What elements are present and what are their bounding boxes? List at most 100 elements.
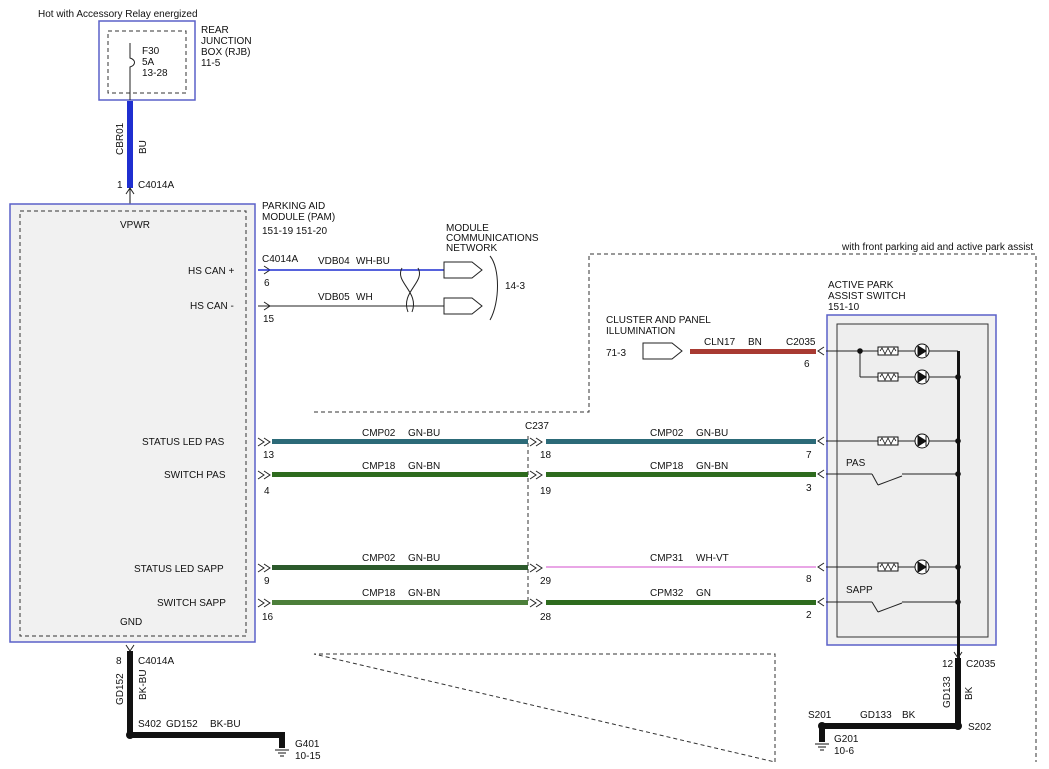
network-brace xyxy=(489,255,498,321)
pam-pin-15: 15 xyxy=(263,314,275,325)
w2-sw-pin: 3 xyxy=(806,483,812,494)
rjb-label-1: REAR xyxy=(201,25,229,36)
ground-g201-icon xyxy=(815,743,829,751)
network-ref: 14-3 xyxy=(505,281,525,292)
gd152-circuit-h: GD152 xyxy=(166,719,198,730)
pam-gnd: GND xyxy=(120,617,142,628)
cln17-conn: C2035 xyxy=(786,337,816,348)
pam-pin-9: 9 xyxy=(264,576,270,587)
wire-cmp18-left-2 xyxy=(272,600,528,605)
gd133-circuit-h: GD133 xyxy=(860,710,892,721)
cluster-label-1: CLUSTER AND PANEL xyxy=(606,315,711,326)
network-label-2: COMMUNICATIONS xyxy=(446,233,539,244)
w4-left-color: GN-BN xyxy=(408,588,440,599)
wire-gd133 xyxy=(955,658,961,726)
gd133-color-h: BK xyxy=(902,710,916,721)
s402-label: S402 xyxy=(138,719,162,730)
w1-sw-pin: 7 xyxy=(806,450,812,461)
wire-cpm32 xyxy=(546,600,816,605)
wire-cbr01-circuit: CBR01 xyxy=(115,122,126,155)
pam-inner xyxy=(19,210,247,637)
gnd-left-conn: C4014A xyxy=(138,656,174,667)
gd152-color-h: BK-BU xyxy=(210,719,241,730)
gnd-left-pin: 8 xyxy=(116,656,122,667)
fuse-id: F30 xyxy=(142,46,160,57)
c237-label: C237 xyxy=(525,421,549,432)
rjb-label-2: JUNCTION xyxy=(201,36,252,47)
s202-label: S202 xyxy=(968,722,992,733)
pam-label-status-led-pas: STATUS LED PAS xyxy=(142,437,225,448)
w4-left-circuit: CMP18 xyxy=(362,588,396,599)
g201-label: G201 xyxy=(834,734,859,745)
switch-internal-wiring xyxy=(826,350,958,613)
cluster-ref: 71-3 xyxy=(606,348,626,359)
pam-title-1: PARKING AID xyxy=(262,201,325,212)
wire-cmp18-right-1 xyxy=(546,472,816,477)
w1-right-circuit: CMP02 xyxy=(650,428,684,439)
w1-left-circuit: CMP02 xyxy=(362,428,396,439)
w3-sw-pin: 8 xyxy=(806,574,812,585)
network-connector-2 xyxy=(443,297,483,315)
w4-sw-pin: 2 xyxy=(806,610,812,621)
rjb-label-3: BOX (RJB) xyxy=(201,47,250,58)
network-connector-1 xyxy=(443,261,483,279)
rjb-ref: 11-5 xyxy=(201,58,221,69)
switch-label-1: ACTIVE PARK xyxy=(828,280,894,291)
w2-left-circuit: CMP18 xyxy=(362,461,396,472)
w1-c237-pin: 18 xyxy=(540,450,552,461)
option-label: with front parking aid and active park a… xyxy=(841,242,1033,253)
w1-right-color: GN-BU xyxy=(696,428,728,439)
switch-ground-bus xyxy=(957,351,960,663)
w2-right-color: GN-BN xyxy=(696,461,728,472)
gnd-right-conn: C2035 xyxy=(966,659,996,670)
wire-cmp02-left-1 xyxy=(272,439,528,444)
w4-c237-pin: 28 xyxy=(540,612,552,623)
cln17-color: BN xyxy=(748,337,762,348)
wire-gd152 xyxy=(127,651,133,735)
twisted-pair-icon xyxy=(400,267,420,313)
wire-cln17 xyxy=(690,349,816,354)
switch-ref: 151-10 xyxy=(828,302,860,313)
rjb-box xyxy=(98,20,196,101)
w1-left-color: GN-BU xyxy=(408,428,440,439)
pam-pin-6: 6 xyxy=(264,278,270,289)
ground-g401-icon xyxy=(275,749,289,757)
network-label-1: MODULE xyxy=(446,223,489,234)
gnd-right-pin: 12 xyxy=(942,659,954,670)
fuse-amp: 5A xyxy=(142,57,155,68)
w3-left-color: GN-BU xyxy=(408,553,440,564)
vdb04-color: WH-BU xyxy=(356,256,390,267)
pam-pin-1: 1 xyxy=(117,180,123,191)
pam-pin-16: 16 xyxy=(262,612,274,623)
g401-ref: 10-15 xyxy=(295,751,321,762)
w3-c237-pin: 29 xyxy=(540,576,552,587)
w3-right-circuit: CMP31 xyxy=(650,553,684,564)
network-label-3: NETWORK xyxy=(446,243,497,254)
w3-left-circuit: CMP02 xyxy=(362,553,396,564)
gd152-circuit-v: GD152 xyxy=(115,673,126,705)
hot-label: Hot with Accessory Relay energized xyxy=(38,9,198,20)
switch-label-2: ASSIST SWITCH xyxy=(828,291,906,302)
pam-label-switch-sapp: SWITCH SAPP xyxy=(157,598,226,609)
rjb-inner xyxy=(107,30,187,94)
gd133-color-v: BK xyxy=(964,686,975,700)
resistor-icons xyxy=(877,346,899,572)
pam-label-status-led-sapp: STATUS LED SAPP xyxy=(134,564,224,575)
cluster-label-2: ILLUMINATION xyxy=(606,326,675,337)
vdb04-circuit: VDB04 xyxy=(318,256,350,267)
w2-c237-pin: 19 xyxy=(540,486,552,497)
pam-conn-top: C4014A xyxy=(138,180,174,191)
pam-refs: 151-19 151-20 xyxy=(262,226,327,237)
switch-pas-label: PAS xyxy=(846,458,866,469)
g201-ref: 10-6 xyxy=(834,746,854,757)
pam-title-2: MODULE (PAM) xyxy=(262,212,335,223)
pam-label-hs-can-plus: HS CAN + xyxy=(188,266,235,277)
wire-cmp31 xyxy=(546,566,816,568)
wire-cmp18-left-1 xyxy=(272,472,528,477)
pam-pin-13: 13 xyxy=(263,450,275,461)
pam-label-hs-can-minus: HS CAN - xyxy=(190,301,234,312)
fuse-ref: 13-28 xyxy=(142,68,168,79)
pam-pin-4: 4 xyxy=(264,486,270,497)
w2-right-circuit: CMP18 xyxy=(650,461,684,472)
